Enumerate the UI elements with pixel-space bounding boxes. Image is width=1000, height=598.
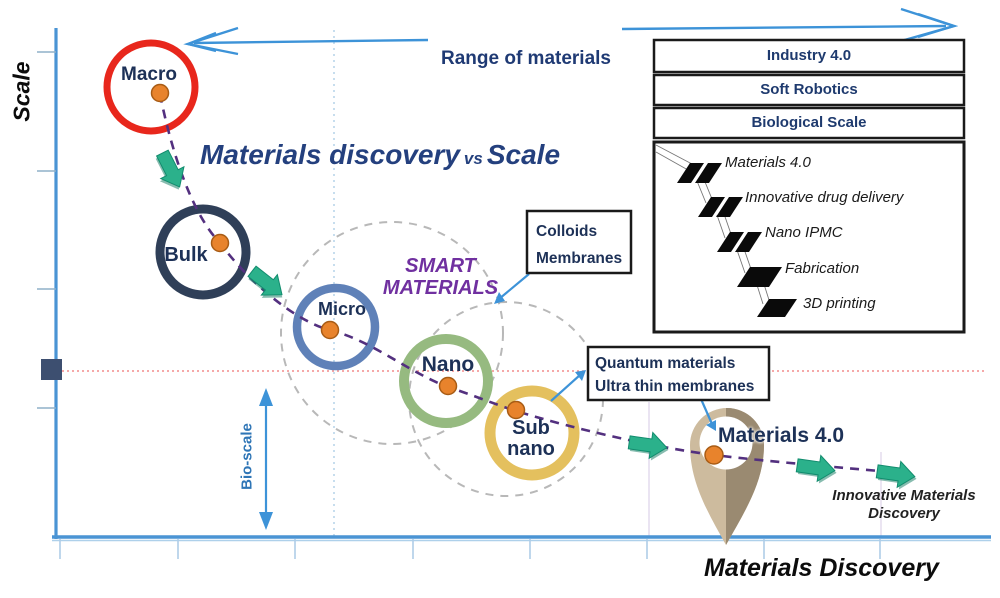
range-left-arrow [183, 26, 429, 56]
micro-label: Micro [317, 299, 366, 319]
colloids-line1: Colloids [536, 223, 598, 240]
title-main: Materials discovery [200, 139, 460, 170]
subnano-label-line1: Sub [512, 417, 550, 439]
macro-label: Macro [121, 64, 177, 85]
smart-line2: MATERIALS [382, 277, 499, 299]
materials40-label: Materials 4.0 [718, 424, 845, 447]
axes [37, 28, 991, 559]
innovative-line2: Discovery [868, 505, 940, 522]
legend-row-soft-robotics: Soft Robotics [760, 81, 858, 98]
stair-label-drug-delivery: Innovative drug delivery [745, 189, 904, 206]
y-axis-square-marker [41, 359, 62, 380]
x-axis-label: Materials Discovery [704, 554, 939, 582]
stair-label-materials40: Materials 4.0 [725, 154, 811, 171]
legend-row-industry40: Industry 4.0 [766, 47, 852, 64]
title-tail: Scale [486, 139, 561, 170]
macro-ring [103, 39, 199, 135]
legend-row-biological-scale: Biological Scale [751, 114, 867, 131]
range-of-materials-label: Range of materials [441, 48, 611, 69]
y-axis-label: Scale [8, 61, 35, 122]
nano-label: Nano [421, 353, 475, 376]
stair-label-3d-printing: 3D printing [803, 295, 876, 312]
quantum-line2: Ultra thin membranes [595, 378, 755, 395]
bio-scale-label: Bio-scale [238, 423, 256, 490]
bulk-label: Bulk [164, 244, 208, 266]
stair-label-fabrication: Fabrication [785, 260, 860, 277]
nano-ring [399, 334, 493, 428]
bio-scale-arrow [259, 388, 273, 530]
colloids-line2: Membranes [536, 250, 623, 267]
quantum-line1: Quantum materials [595, 355, 736, 372]
range-right-arrow [621, 7, 959, 43]
title-vs: vs [463, 149, 483, 168]
innovative-line1: Innovative Materials [832, 487, 976, 504]
subnano-label-line2: nano [507, 438, 555, 460]
smart-line1: SMART [405, 255, 476, 277]
stair-label-nano-ipmc: Nano IPMC [765, 224, 843, 241]
